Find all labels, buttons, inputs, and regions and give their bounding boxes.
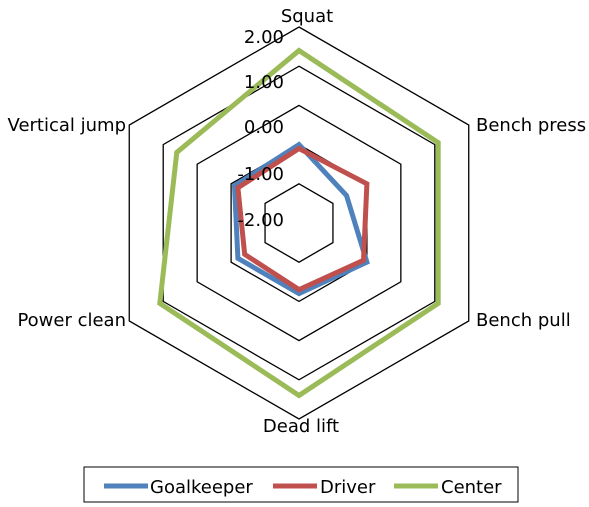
tick-label: -1.00 <box>237 164 284 185</box>
axis-labels: Squat Bench press Bench pull Dead lift P… <box>8 6 587 437</box>
tick-label: 0.00 <box>244 117 284 138</box>
axis-label-power-clean: Power clean <box>17 310 126 331</box>
legend-label-goalkeeper: Goalkeeper <box>150 477 253 498</box>
tick-labels: 2.00 1.00 0.00 -1.00 -2.00 <box>237 27 284 231</box>
series-line-center <box>157 47 441 399</box>
grid-ring <box>128 26 470 420</box>
grid-ring <box>162 65 436 381</box>
tick-label: 1.00 <box>244 72 284 93</box>
axis-label-bench-press: Bench press <box>476 115 586 136</box>
tick-label: -2.00 <box>237 210 284 231</box>
legend-label-driver: Driver <box>320 477 376 498</box>
series-line-driver <box>235 145 370 293</box>
axis-label-squat: Squat <box>281 6 333 27</box>
legend: Goalkeeper Driver Center <box>83 466 519 503</box>
radar-series-group <box>157 47 441 399</box>
grid-ring <box>264 183 334 263</box>
tick-label: 2.00 <box>244 27 284 48</box>
axis-label-dead-lift: Dead lift <box>263 416 339 437</box>
axis-label-vertical-jump: Vertical jump <box>8 115 126 136</box>
series-line-goalkeeper <box>231 141 370 297</box>
radar-grid <box>128 26 470 420</box>
axis-label-bench-pull: Bench pull <box>476 310 571 331</box>
legend-label-center: Center <box>441 477 502 498</box>
grid-ring <box>196 104 402 342</box>
